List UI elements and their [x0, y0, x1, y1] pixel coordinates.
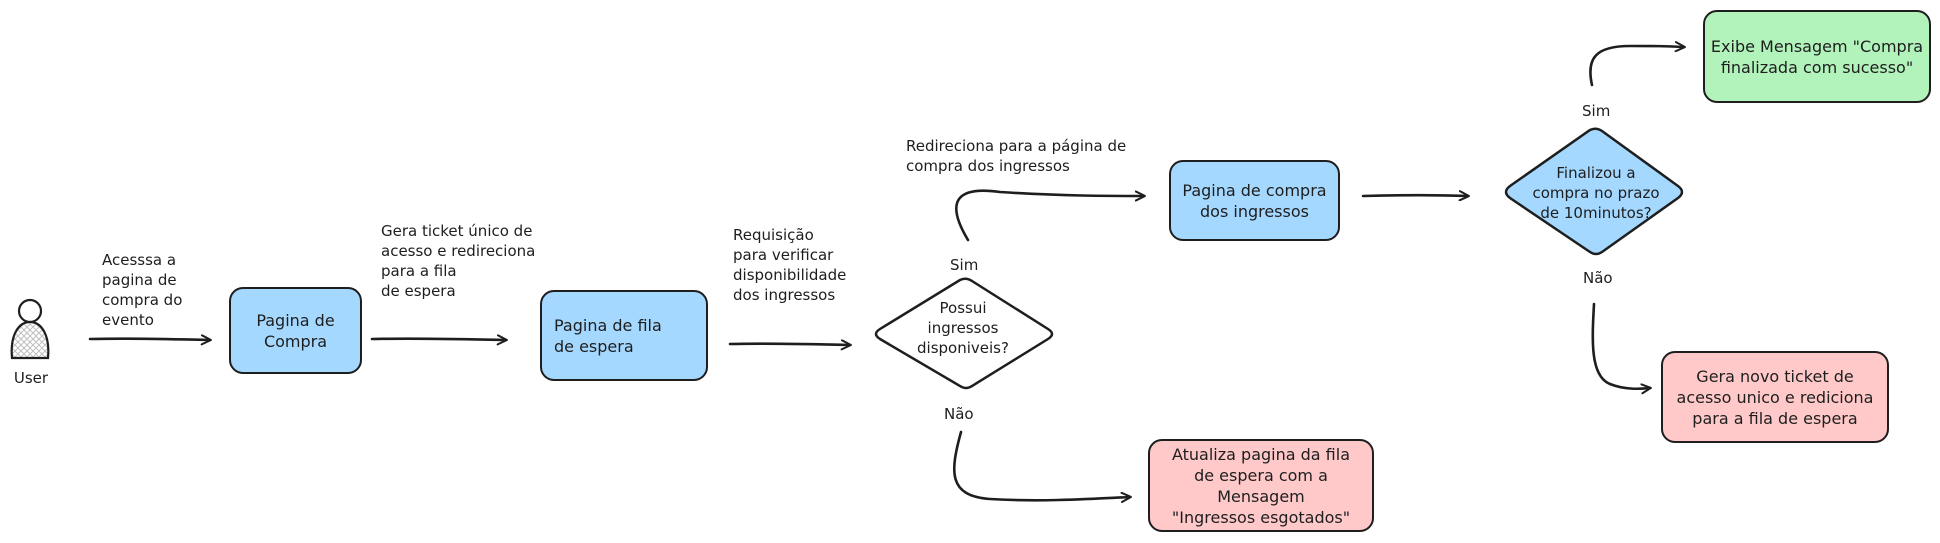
edge-nao-to-novo-ticket — [1591, 302, 1650, 389]
decision-text-ingressos: Possui ingressos disponiveis? — [917, 299, 1009, 357]
edge-fila-to-decisao — [728, 344, 850, 345]
node-pagina-compra-ingressos: Pagina de compra dos ingressos — [1169, 160, 1340, 241]
label-nao-ingressos: Não — [944, 405, 974, 423]
actor-label: User — [13, 369, 49, 387]
decision-diamond-prazo — [1504, 127, 1684, 256]
label-redireciona: Redireciona para a página de compra dos … — [906, 137, 1127, 175]
node-pagina-fila: Pagina de fila de espera — [540, 290, 708, 381]
edge-nao-to-esgotados — [952, 430, 1130, 500]
label-requisicao: Requisição para verificar disponibilidad… — [733, 226, 847, 304]
edge-compra-to-fila — [370, 339, 506, 340]
edge-user-to-compra — [88, 339, 210, 340]
user-icon — [10, 298, 50, 360]
node-novo-ticket: Gera novo ticket de acesso unico e redic… — [1661, 351, 1889, 443]
node-pagina-compra: Pagina de Compra — [229, 287, 362, 374]
edge-sim-to-compra-ingressos — [955, 189, 1144, 242]
label-gera-ticket: Gera ticket único de acesso e redirecion… — [381, 222, 536, 300]
label-sim-prazo: Sim — [1582, 102, 1611, 120]
edge-compra-ingressos-to-prazo — [1361, 195, 1468, 196]
node-esgotados: Atualiza pagina da fila de espera com a … — [1148, 439, 1374, 532]
decision-text-prazo: Finalizou a compra no prazo de 10minutos… — [1532, 164, 1660, 222]
label-nao-prazo: Não — [1583, 269, 1613, 287]
edge-sim-to-sucesso — [1589, 46, 1684, 87]
label-acessa: Acesssa a pagina de compra do evento — [102, 251, 183, 329]
decision-diamond-ingressos — [874, 277, 1054, 390]
label-sim-ingressos: Sim — [950, 256, 979, 274]
node-mensagem-sucesso: Exibe Mensagem "Compra finalizada com su… — [1703, 10, 1931, 103]
